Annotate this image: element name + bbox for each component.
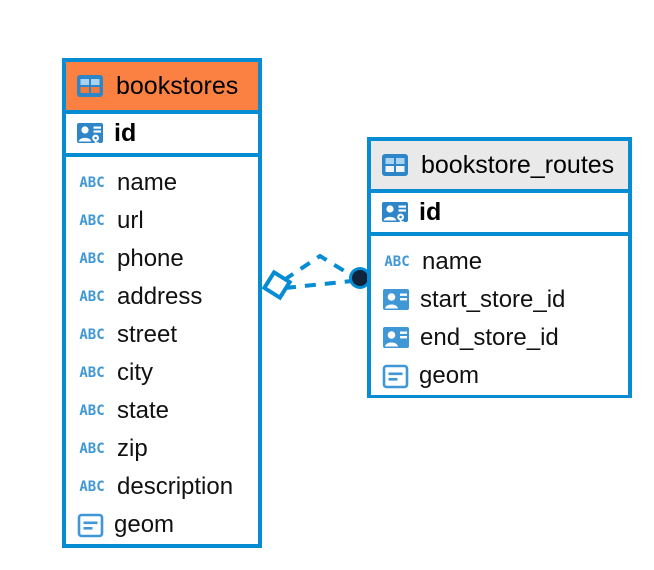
foreign-key-icon: [382, 287, 410, 313]
entity-header[interactable]: bookstore_routes: [371, 141, 628, 189]
entity-table-bookstore-routes[interactable]: bookstore_routes id: [367, 137, 632, 398]
column-label: end_store_id: [420, 324, 559, 351]
column-label: description: [117, 473, 234, 500]
primary-key-icon: [75, 119, 105, 149]
column-row[interactable]: ABC state: [66, 392, 258, 430]
column-label: address: [117, 283, 203, 310]
relationship-line-upper: [282, 253, 356, 282]
column-row[interactable]: geom: [371, 357, 628, 395]
geometry-type-icon: [77, 512, 104, 539]
column-row[interactable]: end_store_id: [371, 319, 628, 357]
column-row[interactable]: ABC name: [371, 243, 628, 281]
diamond-endpoint[interactable]: [261, 269, 293, 301]
column-label: zip: [117, 435, 148, 462]
primary-key-row[interactable]: id: [371, 189, 628, 236]
column-row[interactable]: ABC street: [66, 316, 258, 354]
primary-key-icon: [380, 198, 410, 228]
entity-header[interactable]: bookstores: [66, 62, 258, 110]
text-type-icon: ABC: [79, 441, 105, 457]
entity-title: bookstore_routes: [421, 150, 615, 179]
primary-key-label: id: [114, 119, 137, 147]
text-type-icon: ABC: [79, 365, 105, 381]
primary-key-row[interactable]: id: [66, 110, 258, 157]
text-type-icon: ABC: [79, 213, 105, 229]
text-type-icon: ABC: [79, 289, 105, 305]
table-icon: [75, 71, 105, 101]
text-type-icon: ABC: [79, 327, 105, 343]
column-label: name: [117, 169, 178, 196]
column-row[interactable]: ABC zip: [66, 430, 258, 468]
column-label: name: [422, 248, 483, 275]
foreign-key-icon: [382, 325, 410, 351]
text-type-icon: ABC: [79, 403, 105, 419]
entity-title: bookstores: [116, 71, 239, 100]
column-list: ABC name start_store_id: [371, 236, 628, 401]
text-type-icon: ABC: [79, 175, 105, 191]
column-list: ABC name ABC url ABC phone AB: [66, 157, 258, 550]
column-label: city: [117, 359, 153, 386]
text-type-icon: ABC: [79, 251, 105, 267]
column-label: geom: [419, 362, 480, 389]
column-row[interactable]: start_store_id: [371, 281, 628, 319]
column-label: geom: [114, 511, 175, 538]
column-label: state: [117, 397, 170, 424]
entity-table-bookstores[interactable]: bookstores id: [62, 58, 262, 548]
column-row[interactable]: ABC phone: [66, 240, 258, 278]
column-label: url: [117, 207, 144, 234]
relationship-line-lower: [284, 279, 353, 290]
column-row[interactable]: ABC city: [66, 354, 258, 392]
column-label: street: [117, 321, 178, 348]
column-row[interactable]: ABC name: [66, 164, 258, 202]
primary-key-label: id: [419, 198, 442, 226]
column-row[interactable]: geom: [66, 506, 258, 544]
text-type-icon: ABC: [384, 254, 410, 270]
geometry-type-icon: [382, 363, 409, 390]
column-row[interactable]: ABC address: [66, 278, 258, 316]
column-row[interactable]: ABC description: [66, 468, 258, 506]
column-row[interactable]: ABC url: [66, 202, 258, 240]
column-label: start_store_id: [420, 286, 566, 313]
table-icon: [380, 150, 410, 180]
text-type-icon: ABC: [79, 479, 105, 495]
column-label: phone: [117, 245, 184, 272]
